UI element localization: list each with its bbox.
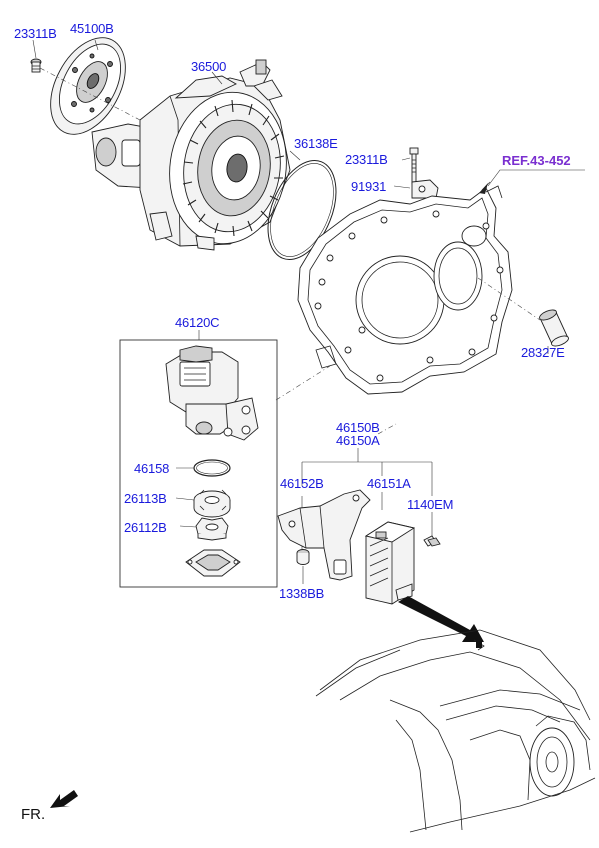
gear-26113B[interactable] [193,489,231,518]
label-45100B[interactable]: 45100B [70,21,114,36]
oring-36138E[interactable] [255,151,350,270]
label-46120C[interactable]: 46120C [175,315,220,330]
label-46152B[interactable]: 46152B [280,476,324,491]
label-23311B-top[interactable]: 23311B [14,26,57,41]
label-46150A[interactable]: 46150A [336,433,380,448]
gear-26112B[interactable] [195,517,229,541]
control-unit-46151A[interactable] [364,521,416,605]
gasket[interactable] [185,549,241,577]
label-1140EM[interactable]: 1140EM [407,497,454,512]
label-28327E[interactable]: 28327E [521,345,565,360]
vehicle-outline [315,629,596,833]
label-23311B-right[interactable]: 23311B [345,152,388,167]
bolt-1140EM[interactable] [423,535,441,547]
oil-pump-46120C[interactable] [165,345,259,441]
nut-1338BB[interactable] [296,549,310,565]
flywheel-45100B[interactable] [35,25,140,147]
bolt-23311B-right[interactable] [409,147,419,185]
bracket-91931[interactable] [411,179,439,199]
bracket-46152B[interactable] [277,489,371,581]
sleeve-28327E[interactable] [538,308,570,348]
label-1338BB[interactable]: 1338BB [279,586,325,601]
group-box-46120C [119,339,278,588]
label-ref-43-452[interactable]: REF.43-452 [502,153,571,168]
label-46150B[interactable]: 46150B [336,420,380,435]
label-26112B[interactable]: 26112B [124,520,167,535]
motor-assembly-36500[interactable] [91,59,296,251]
label-26113B[interactable]: 26113B [124,491,167,506]
location-arrow [398,596,484,642]
label-91931[interactable]: 91931 [351,179,387,194]
bolt-23311B-top[interactable] [30,58,42,73]
arrow-icon [50,790,78,808]
label-46151A[interactable]: 46151A [367,476,411,491]
label-36138E[interactable]: 36138E [294,136,338,151]
oring-46158[interactable] [193,459,231,477]
label-36500[interactable]: 36500 [191,59,227,74]
front-direction-label: FR. [21,806,46,823]
transmission-case [297,185,513,395]
label-46158[interactable]: 46158 [134,461,170,476]
